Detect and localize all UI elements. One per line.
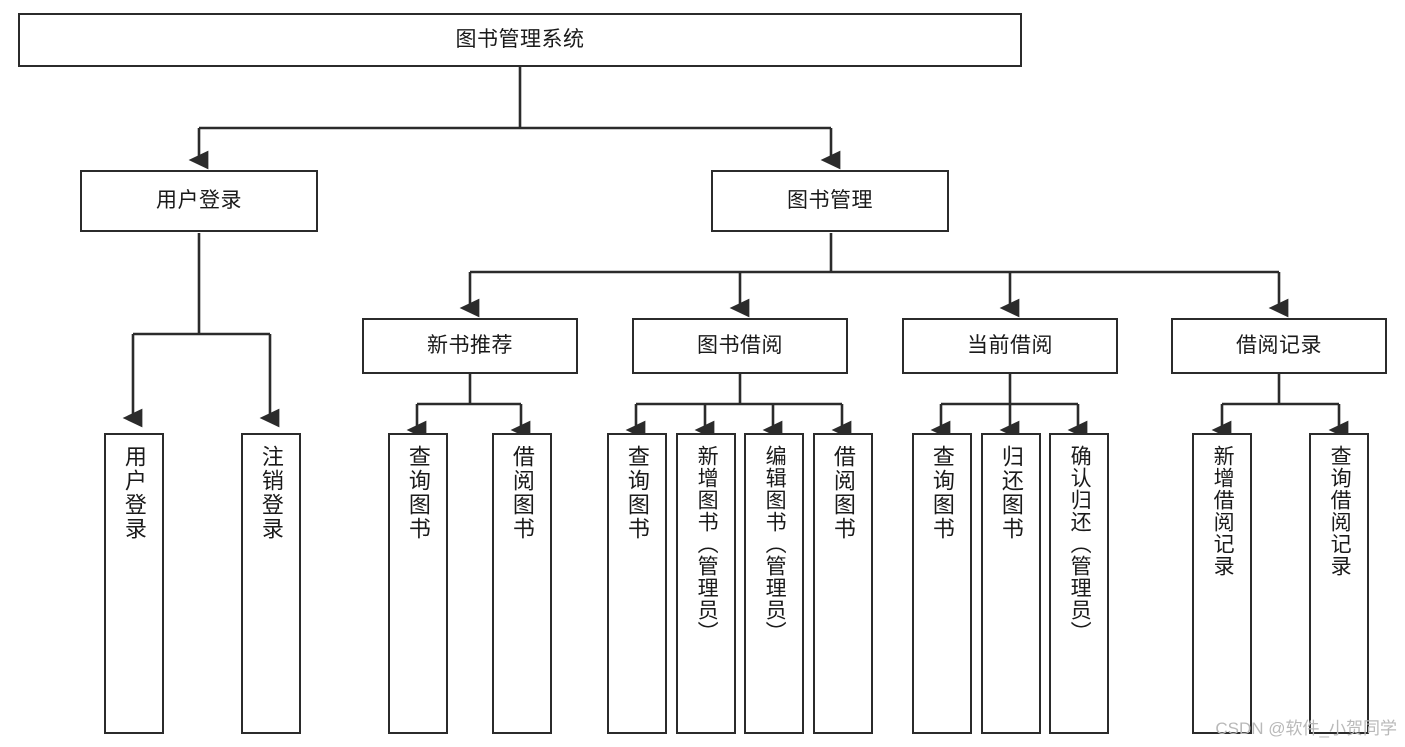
node-leaf-book-borrow-query[interactable]: 查询图书 <box>607 433 667 734</box>
node-book-management[interactable]: 图书管理 <box>711 170 949 232</box>
node-leaf-book-borrow-query-label: 查询图书 <box>624 445 650 541</box>
node-leaf-current-borrow-return-label: 归还图书 <box>998 445 1024 541</box>
node-leaf-book-borrow-lend[interactable]: 借阅图书 <box>813 433 873 734</box>
node-book-management-label: 图书管理 <box>787 189 873 213</box>
node-leaf-user-login-logout-label: 注销登录 <box>258 445 284 541</box>
node-leaf-borrow-record-add-label: 新增借阅记录 <box>1211 445 1235 577</box>
node-leaf-current-borrow-confirm-label: 确认归还（管理员） <box>1068 445 1092 643</box>
node-leaf-current-borrow-query[interactable]: 查询图书 <box>912 433 972 734</box>
node-leaf-borrow-record-add[interactable]: 新增借阅记录 <box>1192 433 1252 734</box>
node-borrow-record[interactable]: 借阅记录 <box>1171 318 1387 374</box>
node-leaf-current-borrow-confirm[interactable]: 确认归还（管理员） <box>1049 433 1109 734</box>
node-leaf-new-book-borrow-label: 借阅图书 <box>509 445 535 541</box>
node-leaf-user-login-login-label: 用户登录 <box>121 445 147 541</box>
node-current-borrow[interactable]: 当前借阅 <box>902 318 1118 374</box>
node-leaf-current-borrow-return[interactable]: 归还图书 <box>981 433 1041 734</box>
node-book-borrow[interactable]: 图书借阅 <box>632 318 848 374</box>
node-leaf-book-borrow-add-label: 新增图书（管理员） <box>695 445 719 643</box>
node-new-book-recommend-label: 新书推荐 <box>427 334 513 358</box>
node-borrow-record-label: 借阅记录 <box>1236 334 1322 358</box>
node-leaf-new-book-query-label: 查询图书 <box>405 445 431 541</box>
node-new-book-recommend[interactable]: 新书推荐 <box>362 318 578 374</box>
node-root-system-label: 图书管理系统 <box>455 28 585 52</box>
node-leaf-borrow-record-query-label: 查询借阅记录 <box>1328 445 1352 577</box>
node-leaf-current-borrow-query-label: 查询图书 <box>929 445 955 541</box>
node-user-login-label: 用户登录 <box>156 189 242 213</box>
node-root-system[interactable]: 图书管理系统 <box>18 13 1022 67</box>
node-current-borrow-label: 当前借阅 <box>967 334 1053 358</box>
node-leaf-user-login-logout[interactable]: 注销登录 <box>241 433 301 734</box>
node-leaf-new-book-query[interactable]: 查询图书 <box>388 433 448 734</box>
node-user-login[interactable]: 用户登录 <box>80 170 318 232</box>
node-book-borrow-label: 图书借阅 <box>697 334 783 358</box>
node-leaf-borrow-record-query[interactable]: 查询借阅记录 <box>1309 433 1369 734</box>
csdn-watermark: CSDN @软件_小贺同学 <box>1215 719 1397 738</box>
node-leaf-book-borrow-lend-label: 借阅图书 <box>830 445 856 541</box>
node-leaf-user-login-login[interactable]: 用户登录 <box>104 433 164 734</box>
node-leaf-book-borrow-add[interactable]: 新增图书（管理员） <box>676 433 736 734</box>
node-leaf-new-book-borrow[interactable]: 借阅图书 <box>492 433 552 734</box>
node-leaf-book-borrow-edit-label: 编辑图书（管理员） <box>763 445 787 643</box>
node-leaf-book-borrow-edit[interactable]: 编辑图书（管理员） <box>744 433 804 734</box>
